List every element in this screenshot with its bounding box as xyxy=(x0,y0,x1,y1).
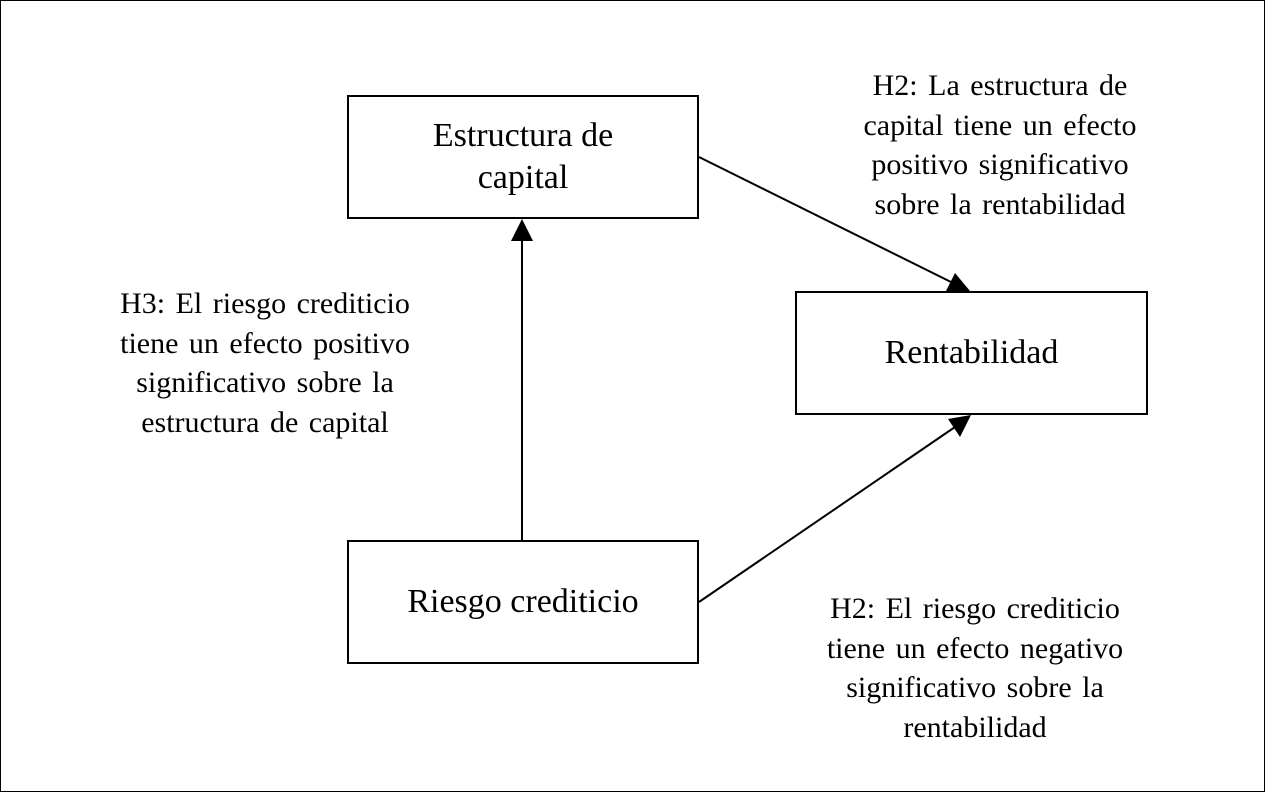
arrowhead-rentabilidad-top xyxy=(945,273,970,293)
arrow-estructura-to-rentabilidad xyxy=(698,156,954,284)
arrowhead-estructura xyxy=(511,219,533,241)
node-riesgo-crediticio: Riesgo crediticio xyxy=(347,540,699,664)
arrowhead-rentabilidad-bottom xyxy=(948,415,971,437)
arrow-riesgo-to-rentabilidad xyxy=(698,426,956,603)
node-rentabilidad: Rentabilidad xyxy=(795,291,1148,415)
hypothesis-h2-estructura-rentabilidad: H2: La estructura de capital tiene un ef… xyxy=(863,69,1137,221)
node-label: Estructura de capital xyxy=(432,117,614,196)
node-estructura-de-capital: Estructura de capital xyxy=(347,95,699,219)
node-label: Rentabilidad xyxy=(884,334,1059,371)
hypothesis-h3-riesgo-estructura: H3: El riesgo crediticio tiene un efecto… xyxy=(120,287,410,439)
hypothesis-h2-riesgo-rentabilidad: H2: El riesgo crediticio tiene un efecto… xyxy=(826,592,1124,744)
node-label: Riesgo crediticio xyxy=(407,583,639,620)
